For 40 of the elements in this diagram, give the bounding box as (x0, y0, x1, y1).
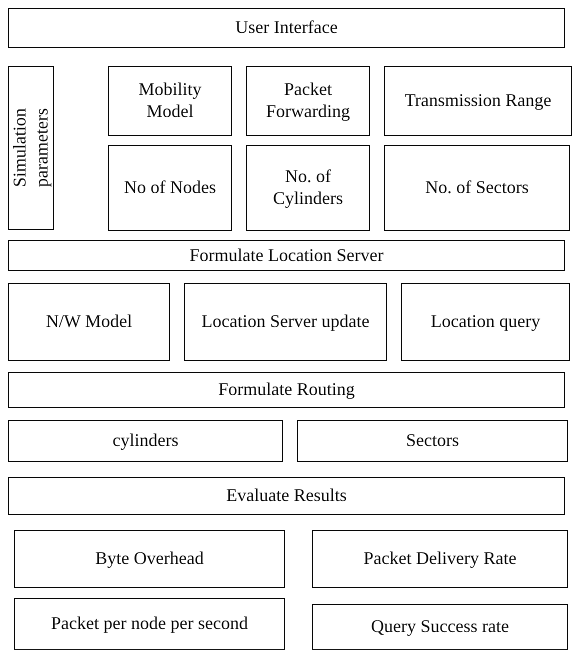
box-label: User Interface (235, 17, 338, 39)
process-box (8, 8, 565, 48)
box-label: Transmission Range (404, 90, 552, 112)
box-label: Packet Forwarding (265, 79, 351, 123)
process-box (384, 66, 572, 136)
box-label: Evaluate Results (226, 485, 347, 507)
box-label: No. of Sectors (425, 177, 529, 199)
process-box (8, 283, 170, 361)
box-label: No of Nodes (124, 177, 216, 199)
process-box (8, 66, 54, 230)
process-box (108, 66, 232, 136)
process-box (297, 420, 568, 462)
process-box (312, 530, 568, 588)
process-box (14, 598, 285, 650)
box-label: Packet per node per second (51, 613, 248, 635)
box-label: Packet Delivery Rate (364, 548, 516, 570)
box-label: Byte Overhead (95, 548, 204, 570)
box-label: Query Success rate (371, 616, 509, 638)
process-box (8, 240, 565, 271)
process-box (8, 372, 565, 408)
process-box (108, 145, 232, 231)
box-label: cylinders (112, 430, 178, 452)
box-label: Mobility Model (137, 79, 202, 123)
box-label: Formulate Routing (218, 379, 355, 401)
process-box (246, 66, 370, 136)
process-box (8, 477, 565, 515)
box-label: Formulate Location Server (190, 244, 384, 266)
box-label: Simulation parameters (9, 107, 52, 190)
box-label: No. of Cylinders (272, 166, 344, 210)
process-box (184, 283, 387, 361)
process-box (384, 145, 570, 231)
process-box (14, 530, 285, 588)
box-label: Location query (430, 311, 540, 333)
process-box (246, 145, 370, 231)
process-box (8, 420, 283, 462)
process-box (312, 604, 568, 650)
box-label: Sectors (406, 430, 459, 452)
box-label: N/W Model (46, 311, 132, 333)
box-label: Location Server update (202, 311, 370, 333)
process-box (401, 283, 570, 361)
